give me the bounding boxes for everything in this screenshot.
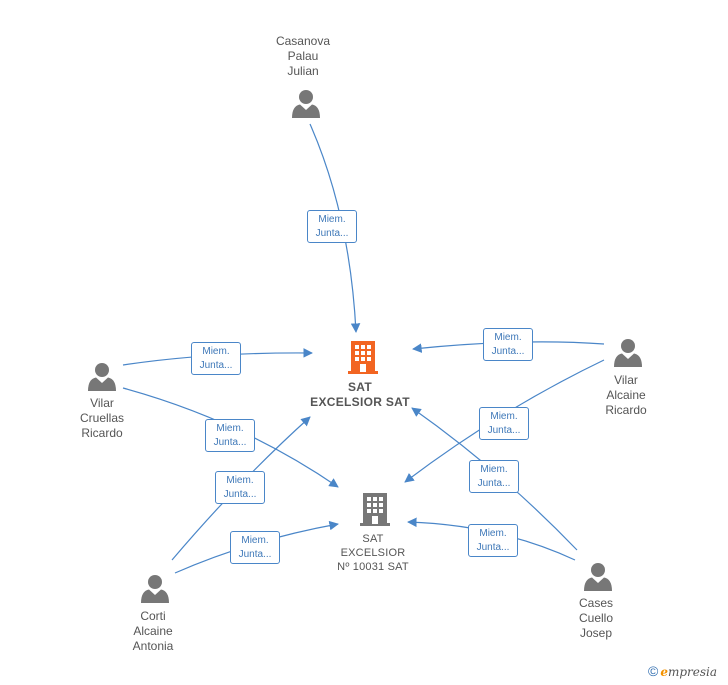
label-line: Ricardo	[605, 403, 647, 417]
label-line: Antonia	[132, 639, 174, 653]
label-line: Josep	[579, 626, 613, 640]
label-line: Casanova	[275, 34, 331, 48]
edge-label-vilar-cruellas-sat[interactable]: Miem. Junta...	[191, 342, 241, 375]
edge-label-line: Miem.	[318, 214, 346, 225]
edge-label-line: Junta...	[476, 542, 510, 553]
brand-name: mpresia	[667, 665, 718, 679]
edge-label-line: Miem.	[480, 464, 508, 475]
label-line: Vilar	[614, 373, 638, 387]
person-label-casanova[interactable]: Casanova Palau Julian	[248, 34, 358, 79]
label-line: Vilar	[90, 396, 114, 410]
edge-label-line: Junta...	[223, 489, 257, 500]
label-line: SAT	[347, 380, 372, 394]
label-line: SAT	[362, 533, 384, 545]
edge-label-line: Junta...	[199, 360, 233, 371]
edge-label-line: Miem.	[202, 346, 230, 357]
brand-logo: ©empresia	[648, 663, 717, 679]
building-icon[interactable]	[359, 491, 391, 527]
company-label-sat-excelsior[interactable]: SAT EXCELSIOR SAT	[305, 380, 415, 410]
person-icon[interactable]	[140, 573, 170, 603]
label-line: EXCELSIOR SAT	[310, 395, 410, 409]
brand-initial: e	[660, 665, 668, 679]
edge-label-line: Junta...	[213, 437, 247, 448]
edge-label-line: Miem.	[490, 411, 518, 422]
edge-label-corti-10031[interactable]: Miem. Junta...	[230, 531, 280, 564]
building-icon-main[interactable]	[347, 339, 379, 375]
edge-label-line: Miem.	[226, 475, 254, 486]
person-label-corti[interactable]: Corti Alcaine Antonia	[98, 609, 208, 654]
person-label-cases[interactable]: Cases Cuello Josep	[541, 596, 651, 641]
label-line: Alcaine	[133, 624, 173, 638]
label-line: Corti	[140, 609, 166, 623]
label-line: Alcaine	[606, 388, 646, 402]
edge-label-line: Junta...	[491, 346, 525, 357]
edge-label-line: Miem.	[479, 528, 507, 539]
company-label-sat-10031[interactable]: SAT EXCELSIOR Nº 10031 SAT	[318, 532, 428, 574]
label-line: Cuello	[578, 611, 614, 625]
edge-label-line: Miem.	[216, 423, 244, 434]
edge-label-casanova[interactable]: Miem. Junta...	[307, 210, 357, 243]
label-line: Cases	[578, 596, 613, 610]
edge-label-vilar-alcaine-10031[interactable]: Miem. Junta...	[479, 407, 529, 440]
edge-label-line: Miem.	[241, 535, 269, 546]
edge-label-cases-sat[interactable]: Miem. Junta...	[469, 460, 519, 493]
edge-label-cases-10031[interactable]: Miem. Junta...	[468, 524, 518, 557]
person-label-vilar-alcaine[interactable]: Vilar Alcaine Ricardo	[571, 373, 681, 418]
label-line: EXCELSIOR	[340, 547, 406, 559]
edge-label-vilar-alcaine-sat[interactable]: Miem. Junta...	[483, 328, 533, 361]
person-icon[interactable]	[291, 88, 321, 118]
edge-label-vilar-cruellas-10031[interactable]: Miem. Junta...	[205, 419, 255, 452]
label-line: Cruellas	[79, 411, 124, 425]
edge-label-line: Junta...	[238, 549, 272, 560]
label-line: Julian	[287, 64, 319, 78]
edge-label-line: Miem.	[494, 332, 522, 343]
person-icon[interactable]	[613, 337, 643, 367]
copyright-symbol: ©	[648, 663, 659, 679]
edge-label-line: Junta...	[477, 478, 511, 489]
person-icon[interactable]	[583, 561, 613, 591]
person-icon[interactable]	[87, 361, 117, 391]
label-line: Palau	[287, 49, 319, 63]
edge-label-line: Junta...	[315, 228, 349, 239]
label-line: Nº 10031 SAT	[337, 561, 409, 573]
edge-label-corti-sat[interactable]: Miem. Junta...	[215, 471, 265, 504]
edge-label-line: Junta...	[487, 425, 521, 436]
person-label-vilar-cruellas[interactable]: Vilar Cruellas Ricardo	[47, 396, 157, 441]
label-line: Ricardo	[81, 426, 123, 440]
